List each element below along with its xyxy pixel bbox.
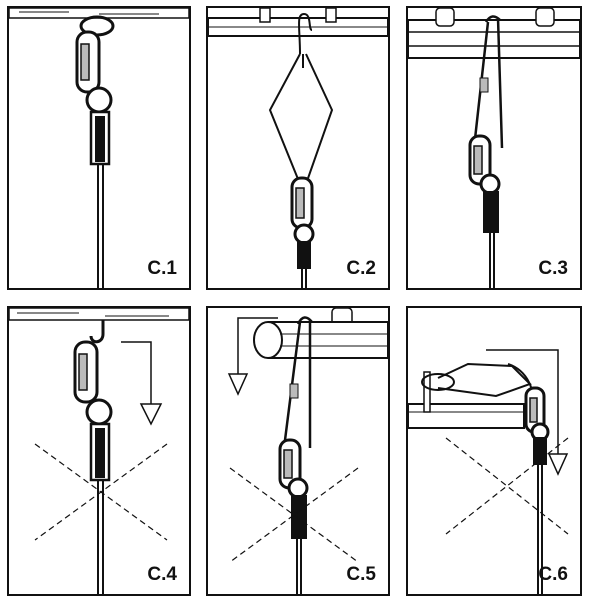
rail-support [535,8,555,27]
panel-label: C.1 [147,258,177,279]
panel-label: C.2 [346,258,376,279]
forbidden-cross-line [34,443,168,541]
forbidden-cross-line [229,467,359,563]
diagram-c2 [208,8,388,288]
sling [437,362,532,398]
beam-bolt [259,8,271,23]
rail [408,19,580,59]
diagram-c6 [408,349,569,594]
rail-end [253,321,283,359]
panel-label: C.6 [538,564,568,585]
rope-eye [287,477,309,499]
forbidden-cross-line [445,437,569,535]
rope-eye [479,173,501,195]
diagram-c5 [227,308,388,594]
rope-sleeve [483,191,499,233]
clamp [423,371,431,413]
sling-bend [507,363,533,391]
hook [298,12,313,55]
rail-support [435,8,455,27]
diagram-c4 [9,308,189,594]
panel-c2: C.2 [206,6,390,290]
arrow-head [547,453,569,476]
rope-eye [85,398,113,426]
rope-sleeve-inner [95,428,105,478]
forbidden-cross-line [229,467,359,563]
open-hook [89,320,105,344]
strap-label [479,77,489,93]
arrow-head [139,403,163,426]
slide-arrow [237,317,278,374]
rail [268,321,388,359]
arrow-head [227,373,249,396]
clamp-ring [421,373,455,391]
strap-loop [484,15,501,23]
diagram-c1 [9,8,189,288]
carabiner-gate [529,397,538,423]
strap-label [289,383,299,399]
rope-sleeve [291,495,307,539]
carabiner-gate [80,43,90,81]
beam-bolt [325,8,337,23]
rope-sleeve-inner [95,116,105,162]
panel-label: C.4 [147,564,177,585]
diagram-c3 [408,8,580,288]
rope-eye [85,86,113,114]
strap-loop [296,316,313,325]
carabiner-gate [295,187,305,219]
ceiling [9,308,189,321]
rope-eye [293,223,315,245]
rope-sleeve [297,241,311,269]
panel-c5: C.5 [206,306,390,596]
forbidden-cross-line [445,437,569,535]
panel-c3: C.3 [406,6,582,290]
sling [268,53,334,185]
panel-c1: C.1 [7,6,191,290]
carabiner-gate [283,449,293,479]
panel-label: C.5 [346,564,376,585]
panel-label: C.3 [538,258,568,279]
panel-c4: C.4 [7,306,191,596]
load-arrow [121,341,152,404]
carabiner-gate [78,353,88,391]
load-arrow [486,349,559,454]
panel-c6: C.6 [406,306,582,596]
carabiner-gate [473,145,483,175]
